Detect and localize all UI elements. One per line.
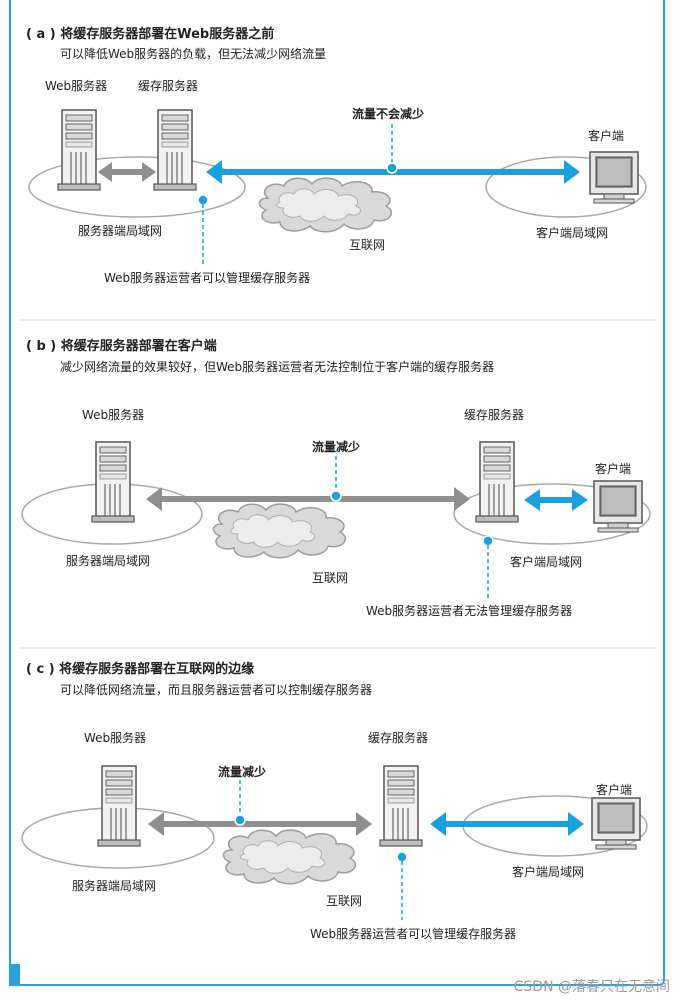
internet-cloud bbox=[212, 503, 347, 559]
section-c-client-label: 客户端 bbox=[596, 782, 632, 797]
blue-double-arrow bbox=[524, 489, 588, 511]
blue-double-arrow bbox=[430, 812, 584, 836]
section-a-subtitle: 可以降低Web服务器的负载，但无法减少网络流量 bbox=[60, 46, 326, 61]
section-b-web-label: Web服务器 bbox=[82, 407, 144, 422]
cache-server-icon bbox=[379, 765, 423, 847]
section-b-heading: ( b ) 将缓存服务器部署在客户端 bbox=[26, 338, 217, 354]
gray-double-arrow bbox=[146, 487, 470, 511]
section-a-web-label: Web服务器 bbox=[45, 78, 107, 93]
section-a-cache-label: 缓存服务器 bbox=[138, 78, 198, 93]
section-b-note: Web服务器运营者无法管理缓存服务器 bbox=[366, 603, 572, 618]
section-c-traffic-label: 流量减少 bbox=[218, 764, 266, 779]
section-b: ( b ) 将缓存服务器部署在客户端 减少网络流量的效果较好，但Web服务器运营… bbox=[21, 338, 651, 618]
web-server-icon bbox=[91, 441, 135, 523]
section-c-note: Web服务器运营者可以管理缓存服务器 bbox=[310, 926, 516, 941]
section-c-heading: ( c ) 将缓存服务器部署在互联网的边缘 bbox=[26, 661, 254, 677]
watermark: CSDN @落春只在无意间 bbox=[513, 979, 670, 995]
internet-cloud bbox=[222, 829, 357, 885]
cache-server-icon bbox=[153, 109, 197, 191]
traffic-callout-dot bbox=[386, 162, 398, 174]
section-c-internet-label: 互联网 bbox=[326, 894, 362, 908]
section-b-client-label: 客户端 bbox=[595, 461, 631, 476]
section-a-client-lan-label: 客户端局域网 bbox=[536, 225, 608, 240]
cache-server-icon bbox=[475, 441, 519, 523]
frame-corner-tab bbox=[9, 964, 20, 986]
section-c-web-label: Web服务器 bbox=[84, 730, 146, 745]
section-a-heading: ( a ) 将缓存服务器部署在Web服务器之前 bbox=[26, 26, 274, 42]
traffic-callout-dot bbox=[234, 814, 246, 826]
section-a-server-lan-label: 服务器端局域网 bbox=[78, 223, 162, 238]
note-callout-dot bbox=[482, 535, 494, 547]
section-a-note: Web服务器运营者可以管理缓存服务器 bbox=[104, 270, 310, 285]
traffic-callout-dot bbox=[330, 490, 342, 502]
section-b-internet-label: 互联网 bbox=[312, 571, 348, 585]
section-c-server-lan-label: 服务器端局域网 bbox=[72, 878, 156, 893]
section-b-server-lan-label: 服务器端局域网 bbox=[66, 553, 150, 568]
section-c-client-lan-label: 客户端局域网 bbox=[512, 864, 584, 879]
section-a-internet-label: 互联网 bbox=[349, 238, 385, 252]
section-c-cache-label: 缓存服务器 bbox=[368, 730, 428, 745]
internet-cloud bbox=[258, 177, 393, 233]
web-server-icon bbox=[97, 765, 141, 847]
section-b-subtitle: 减少网络流量的效果较好，但Web服务器运营者无法控制位于客户端的缓存服务器 bbox=[60, 359, 494, 374]
section-c: ( c ) 将缓存服务器部署在互联网的边缘 可以降低网络流量，而且服务器运营者可… bbox=[21, 661, 648, 941]
note-callout-dot bbox=[197, 194, 209, 206]
section-a-client-label: 客户端 bbox=[588, 128, 624, 143]
gray-double-arrow bbox=[98, 162, 156, 182]
gray-double-arrow bbox=[148, 812, 372, 836]
section-a: ( a ) 将缓存服务器部署在Web服务器之前 可以降低Web服务器的负载，但无… bbox=[26, 26, 647, 285]
section-b-traffic-label: 流量减少 bbox=[312, 439, 360, 454]
section-c-subtitle: 可以降低网络流量，而且服务器运营者可以控制缓存服务器 bbox=[60, 682, 372, 697]
web-server-icon bbox=[57, 109, 101, 191]
note-callout-dot bbox=[396, 851, 408, 863]
outer-frame bbox=[9, 0, 665, 986]
section-a-traffic-label: 流量不会减少 bbox=[352, 106, 424, 121]
section-b-client-lan-label: 客户端局域网 bbox=[510, 554, 582, 569]
section-b-cache-label: 缓存服务器 bbox=[464, 407, 524, 422]
